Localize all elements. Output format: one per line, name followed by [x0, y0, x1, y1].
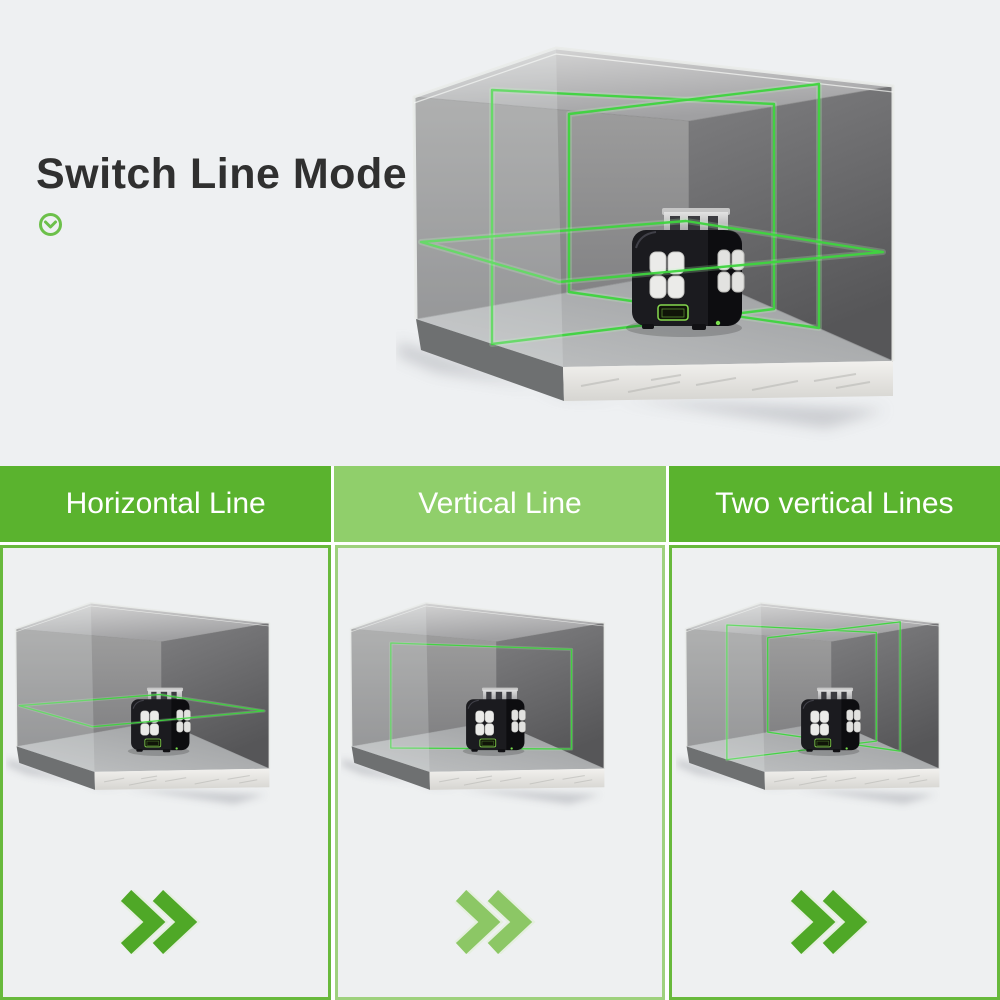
circle-chevron-down-icon — [39, 213, 62, 236]
double-chevron-right-icon — [119, 890, 201, 954]
panel-vertical-line — [334, 545, 666, 1000]
mode-banner: Horizontal Line Vertical Line Two vertic… — [0, 466, 1000, 542]
mode-section: Horizontal Line Vertical Line Two vertic… — [0, 466, 1000, 1000]
panel-horizontal-line — [0, 545, 331, 1000]
double-chevron-right-icon — [789, 890, 871, 954]
banner-two-vertical-lines: Two vertical Lines — [668, 466, 1000, 542]
page-title: Switch Line Mode — [36, 150, 408, 198]
hero-room-illustration — [398, 46, 895, 428]
mode-panels — [0, 545, 1000, 1000]
room-horizontal-line — [7, 601, 271, 805]
room-two-vertical-lines — [676, 601, 940, 805]
banner-horizontal-line: Horizontal Line — [0, 466, 332, 542]
room-vertical-line — [342, 601, 606, 805]
double-chevron-right-icon — [454, 890, 536, 954]
panel-two-vertical-lines — [669, 545, 1000, 1000]
banner-vertical-line: Vertical Line — [334, 466, 666, 542]
